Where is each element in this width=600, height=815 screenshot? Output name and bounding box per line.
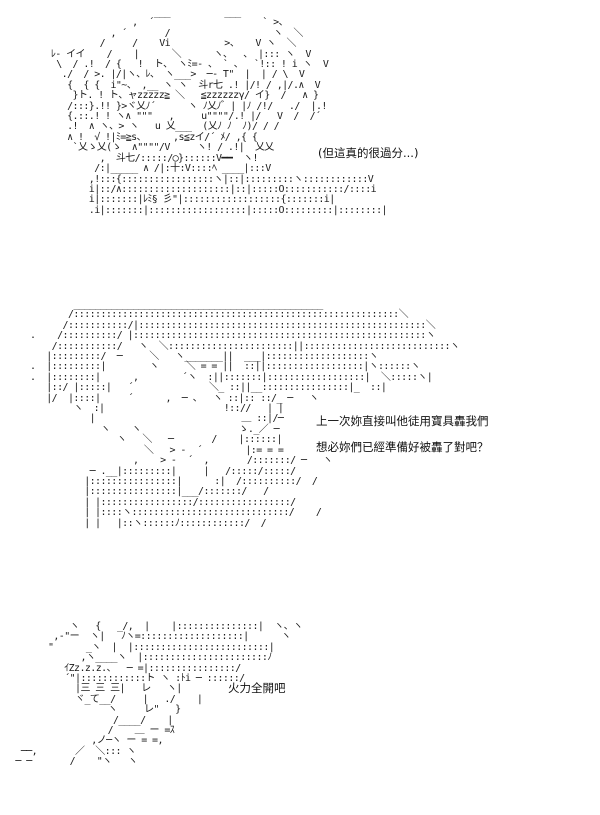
caption-dialogue-line-1: 上一次妳直接叫他徒用寶具轟我們: [316, 414, 489, 428]
ascii-art-figure-head: ___ ___ , ´ ` >、 , ´ / ヽ ＼ / / Vi >、 V ヽ…: [50, 7, 388, 216]
caption-full-firepower: 火力全開吧: [228, 681, 286, 695]
ascii-art-figure-body: ________________________________________…: [30, 299, 460, 529]
ascii-art-figure-lower: ヽ { _/, | |:::::::::::::::| ヽ、ヽ ,-"ー ヽ| …: [15, 621, 303, 768]
caption-dialogue-line-2: 想必妳們已經準備好被轟了對吧？: [316, 440, 489, 454]
caption-inner-thought: (但這真的很過分...): [318, 146, 419, 160]
